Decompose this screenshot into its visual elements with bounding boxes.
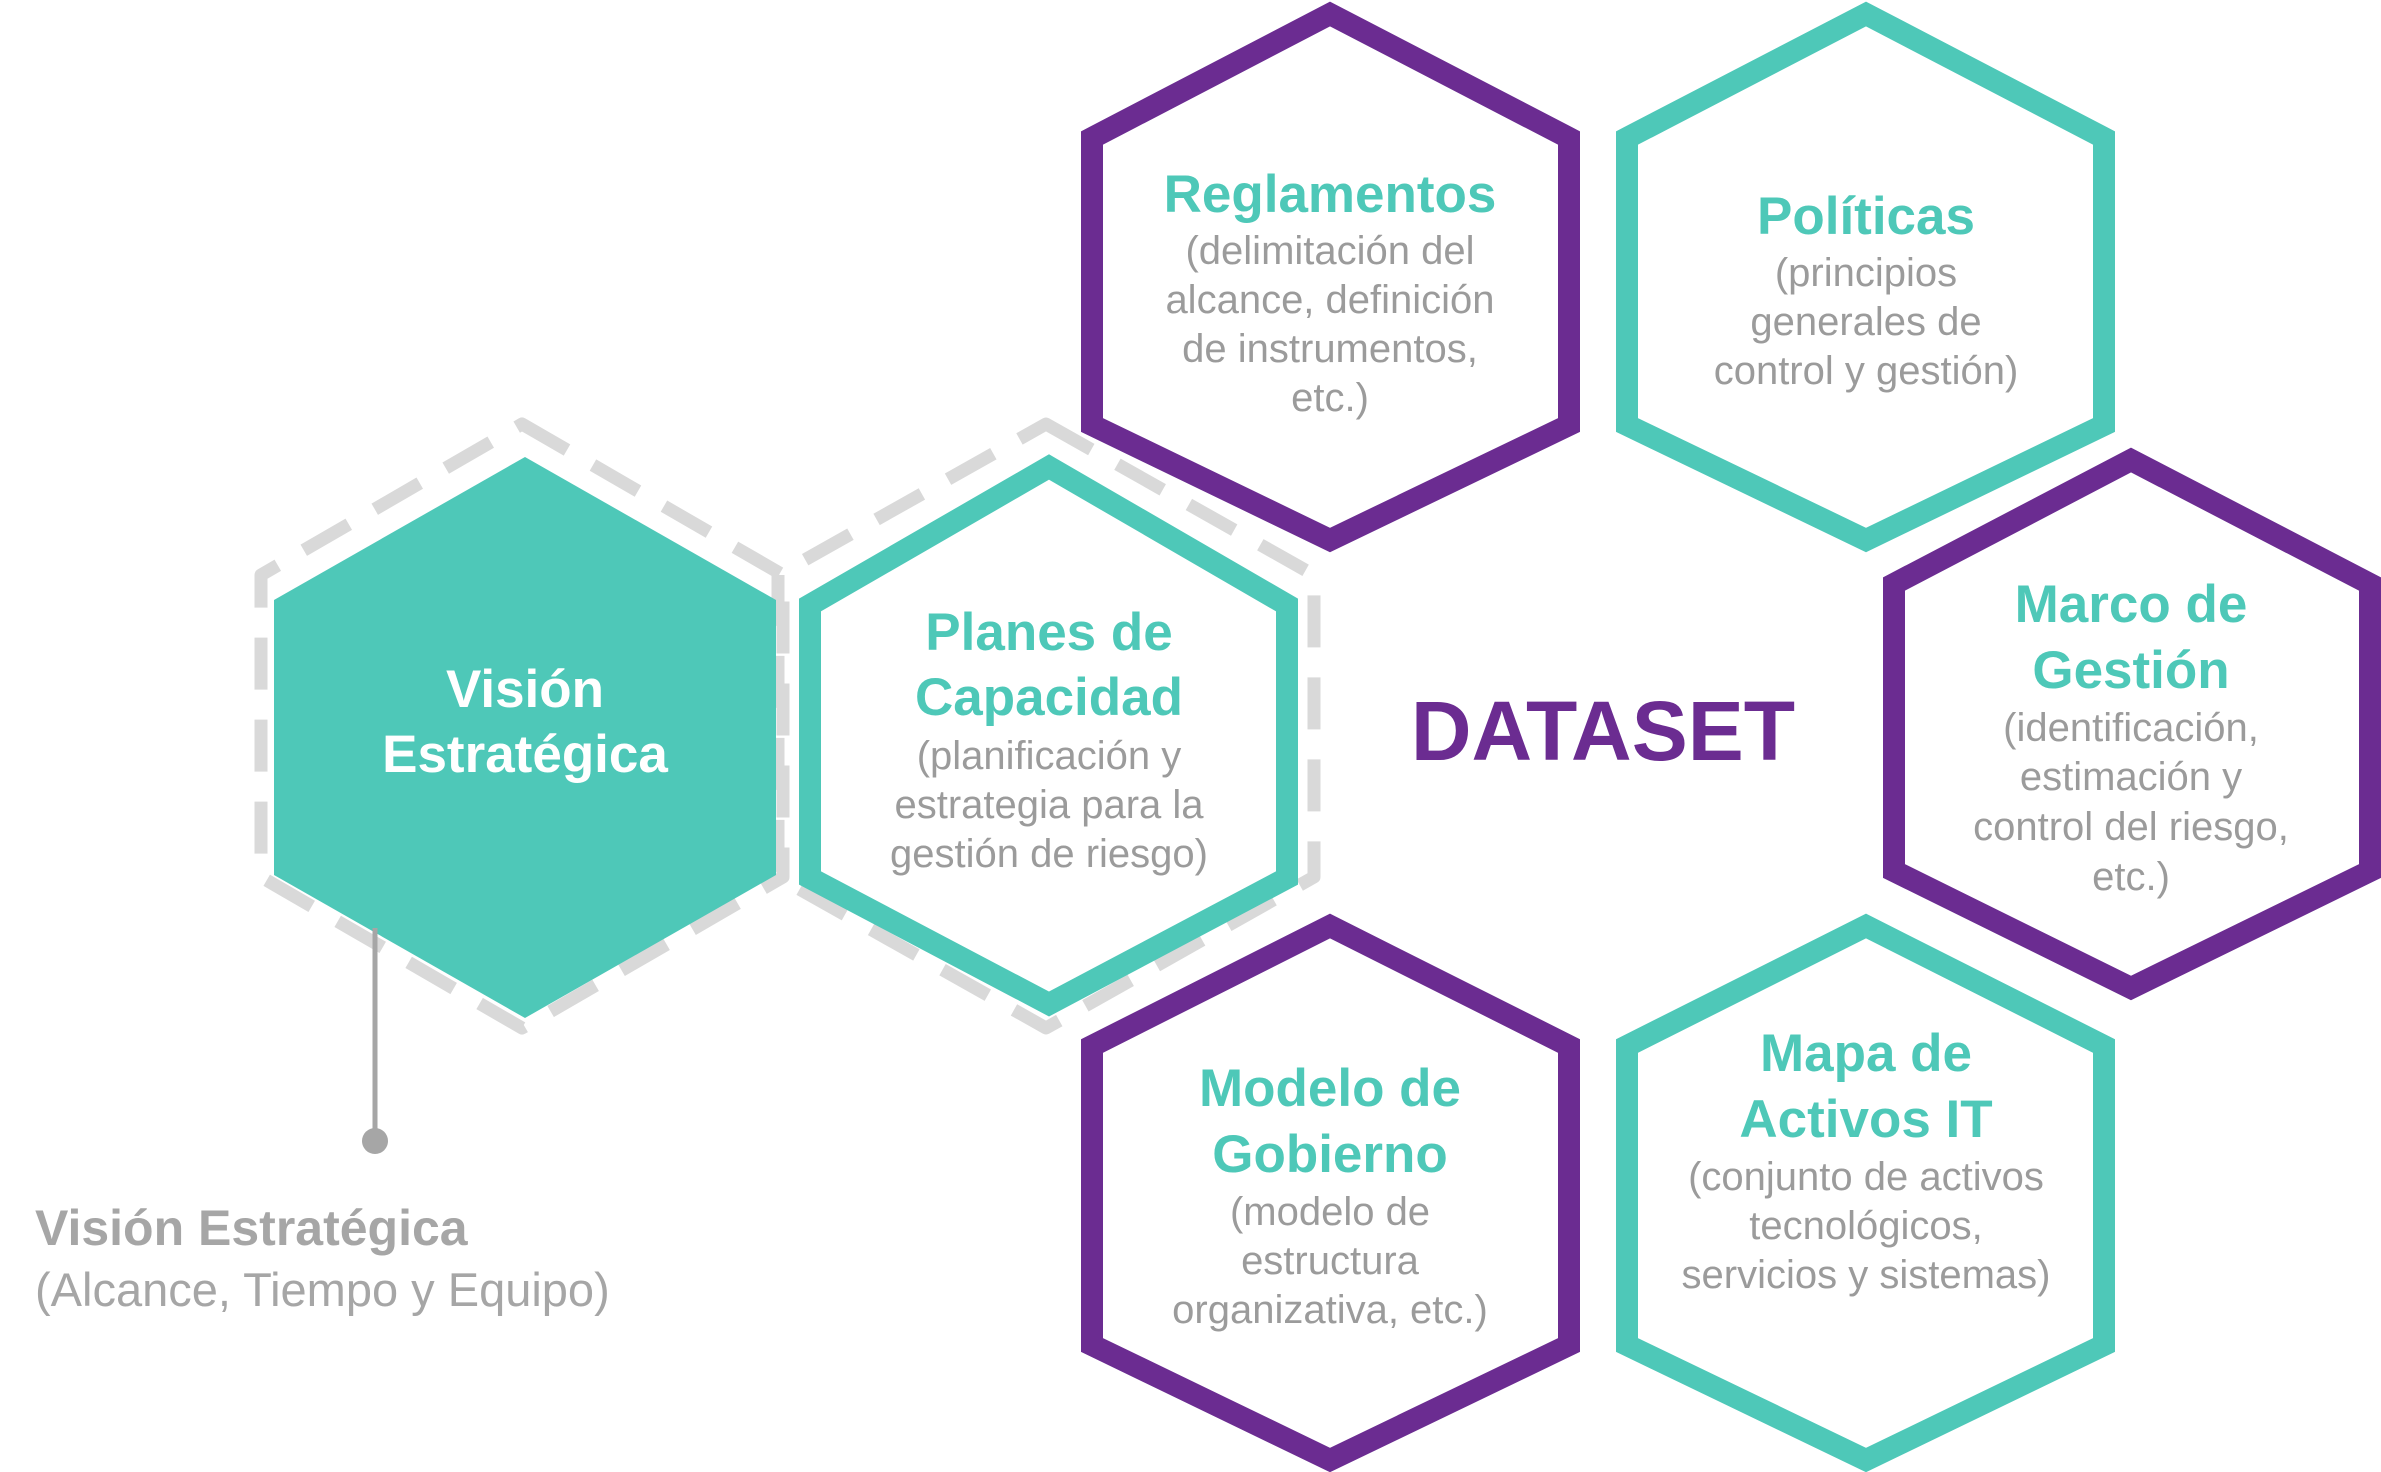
- reglamentos-desc-line4: etc.): [1291, 376, 1369, 420]
- dashed-hexagon-outline-left: [254, 417, 790, 1035]
- hexagon-reglamentos: [1081, 1, 1580, 553]
- planes-desc-line1: (planificación y: [917, 734, 1182, 778]
- reglamentos-title: Reglamentos: [1164, 165, 1497, 224]
- hexagon-marco-de-gestion: [1883, 447, 2381, 1001]
- hexagon-politicas: [1616, 1, 2115, 553]
- reglamentos-desc-line2: alcance, definición: [1165, 278, 1494, 322]
- marco-desc-line1: (identificación,: [2003, 706, 2259, 750]
- marco-title-line1: Marco de: [2015, 575, 2248, 634]
- marco-title-line2: Gestión: [2032, 641, 2229, 700]
- reglamentos-desc-line1: (delimitación del: [1185, 229, 1474, 273]
- modelo-desc-line3: organizativa, etc.): [1172, 1288, 1488, 1332]
- planes-desc-line2: estrategia para la: [894, 783, 1204, 827]
- dataset-label: DATASET: [1411, 684, 1795, 778]
- politicas-desc-line1: (principios: [1775, 251, 1957, 295]
- hexagon-modelo-de-gobierno: [1081, 913, 1580, 1472]
- dashed-hexagon-outline-right: [771, 417, 1321, 1035]
- marco-desc-line4: etc.): [2092, 855, 2170, 899]
- hexagon-planes-de-capacidad: [799, 454, 1298, 1017]
- hexagon-vision-estrategica: [274, 457, 776, 1018]
- planes-title-line1: Planes de: [925, 603, 1172, 662]
- caption-title: Visión Estratégica: [35, 1200, 469, 1256]
- mapa-desc-line2: tecnológicos,: [1749, 1204, 1982, 1248]
- connector-dot: [362, 1128, 388, 1154]
- modelo-title-line2: Gobierno: [1212, 1125, 1448, 1184]
- caption-subtitle: (Alcance, Tiempo y Equipo): [35, 1263, 610, 1316]
- mapa-desc-line1: (conjunto de activos: [1688, 1155, 2044, 1199]
- politicas-desc-line3: control y gestión): [1714, 349, 2019, 393]
- marco-desc-line2: estimación y: [2020, 755, 2242, 799]
- planes-title-line2: Capacidad: [915, 668, 1183, 727]
- politicas-desc-line2: generales de: [1750, 300, 1981, 344]
- marco-desc-line3: control del riesgo,: [1973, 805, 2289, 849]
- hexagon-mapa-de-activos-it: [1616, 913, 2115, 1472]
- mapa-desc-line3: servicios y sistemas): [1682, 1253, 2051, 1297]
- planes-desc-line3: gestión de riesgo): [890, 832, 1208, 876]
- vision-title-line2: Estratégica: [382, 725, 668, 784]
- modelo-desc-line1: (modelo de: [1230, 1190, 1430, 1234]
- vision-title-line1: Visión: [446, 660, 604, 719]
- politicas-title: Políticas: [1757, 187, 1975, 246]
- mapa-title-line1: Mapa de: [1760, 1024, 1972, 1083]
- reglamentos-desc-line3: de instrumentos,: [1182, 327, 1478, 371]
- modelo-title-line1: Modelo de: [1199, 1059, 1461, 1118]
- mapa-title-line2: Activos IT: [1739, 1090, 1992, 1149]
- modelo-desc-line2: estructura: [1241, 1239, 1420, 1283]
